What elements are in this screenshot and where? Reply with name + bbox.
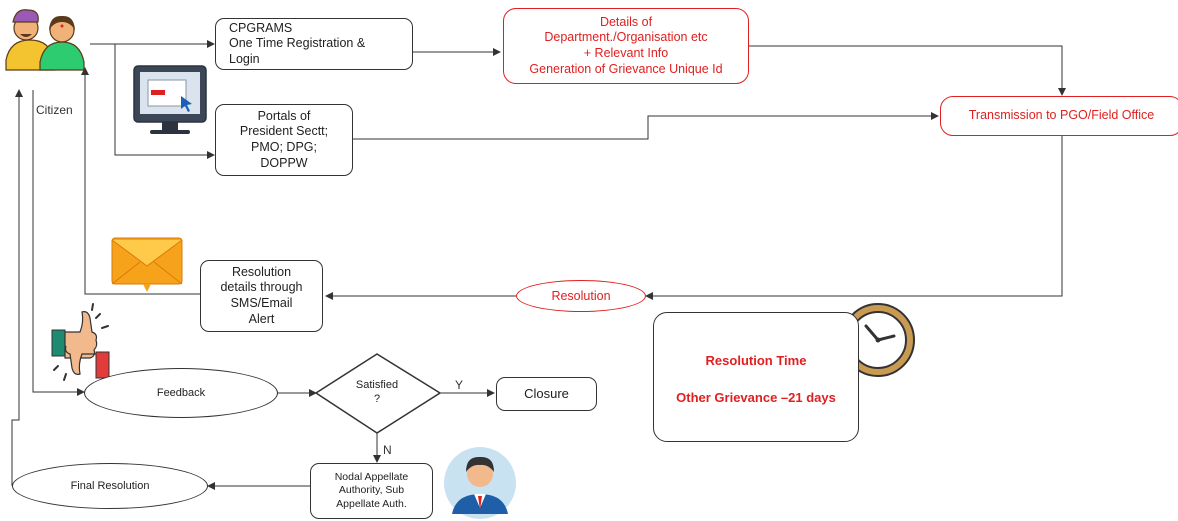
arrow-portals-to-transmission <box>352 112 939 140</box>
officer-avatar-icon <box>444 447 516 519</box>
satisfied-decision-diamond <box>314 353 442 434</box>
computer-monitor-icon <box>133 65 207 134</box>
cpgrams-registration-box: CPGRAMS One Time Registration & Login <box>215 18 413 70</box>
email-envelope-icon <box>111 237 183 292</box>
closure-box: Closure <box>496 377 597 411</box>
resolution-details-box: Resolution details through SMS/Email Ale… <box>200 260 323 332</box>
satisfied-label: Satisfied ? <box>355 379 399 406</box>
no-label: N <box>383 443 392 457</box>
resolution-time-box: Resolution Time Other Grievance –21 days <box>653 312 859 442</box>
arrow-citizen-to-portals <box>114 44 215 159</box>
thumbs-feedback-icon <box>51 303 110 381</box>
arrow-transmission-to-resolution <box>645 136 1063 300</box>
yes-label: Y <box>455 378 464 392</box>
resolution-time-detail: Other Grievance –21 days <box>676 390 836 405</box>
resolution-ellipse: Resolution <box>516 280 646 312</box>
transmission-box: Transmission to PGO/Field Office <box>940 96 1178 136</box>
arrow-details-to-transmission <box>748 45 1066 96</box>
citizen-label: Citizen <box>36 103 73 117</box>
department-details-box: Details of Department./Organisation etc … <box>503 8 749 84</box>
resolution-time-title: Resolution Time <box>705 353 807 368</box>
portals-box: Portals of President Sectt; PMO; DPG; DO… <box>215 104 353 176</box>
arrow-citizen-to-feedback <box>32 90 85 396</box>
arrow-details-to-citizen <box>81 67 200 295</box>
nodal-appellate-box: Nodal Appellate Authority, Sub Appellate… <box>310 463 433 519</box>
final-resolution-ellipse: Final Resolution <box>12 463 208 509</box>
arrow-final-to-citizen <box>11 89 23 486</box>
feedback-ellipse: Feedback <box>84 368 278 418</box>
citizen-couple-icon <box>5 9 85 71</box>
